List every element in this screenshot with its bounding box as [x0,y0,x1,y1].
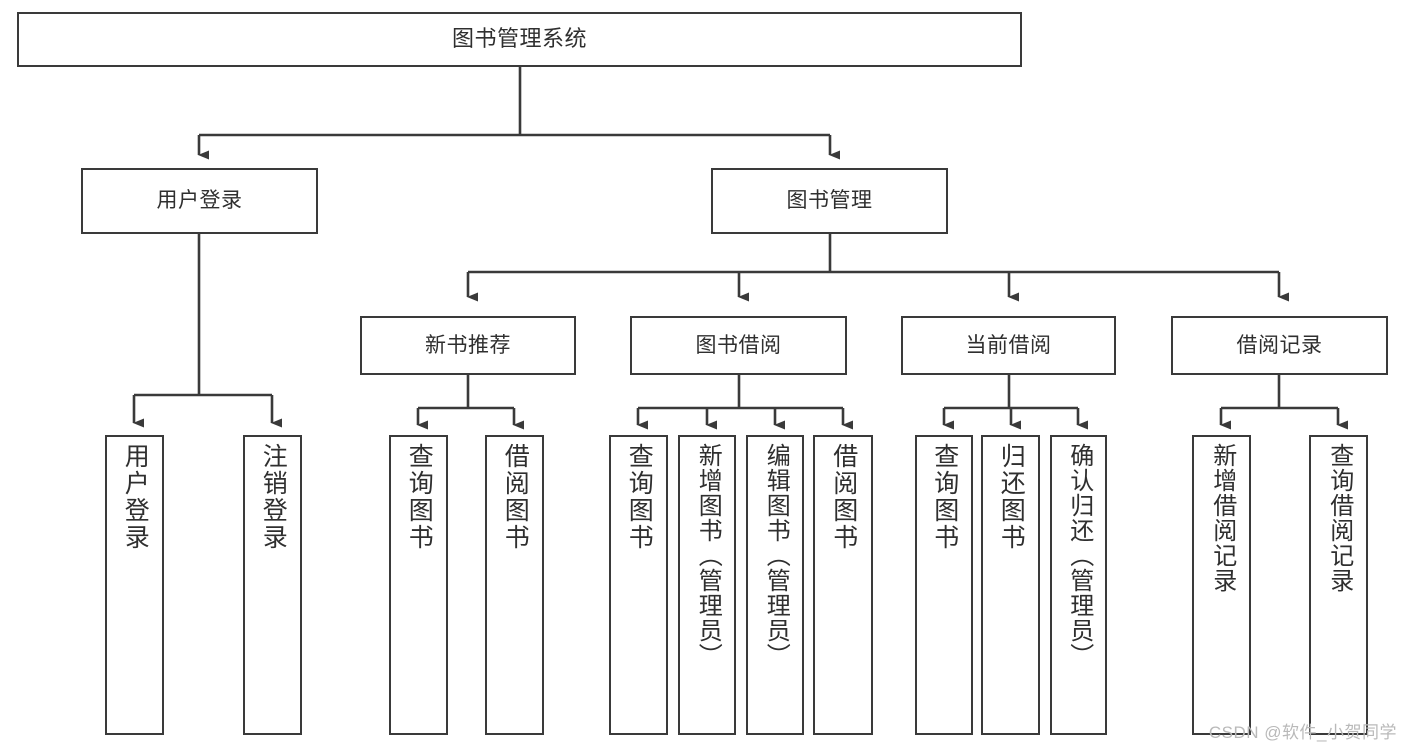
leaf-borrow-record-query[interactable]: 查询借阅记录 [1309,435,1368,735]
leaf-book-borrow-add[interactable]: 新增图书（管理员） [678,435,736,735]
node-label: 归还图书 [997,443,1026,551]
leaf-current-borrow-return[interactable]: 归还图书 [981,435,1040,735]
leaf-new-book-borrow[interactable]: 借阅图书 [485,435,544,735]
node-book-management[interactable]: 图书管理 [711,168,948,234]
node-label: 新增图书（管理员） [694,443,722,668]
leaf-book-borrow-query[interactable]: 查询图书 [609,435,668,735]
node-label: 用户登录 [156,189,243,213]
node-label: 查询图书 [930,443,959,551]
node-label: 图书管理系统 [451,26,587,52]
leaf-book-borrow-borrow[interactable]: 借阅图书 [813,435,873,735]
node-label: 确认归还（管理员） [1065,443,1093,668]
leaf-borrow-record-add[interactable]: 新增借阅记录 [1192,435,1251,735]
node-label: 图书管理 [786,189,873,213]
node-label: 借阅图书 [501,443,530,551]
leaf-current-borrow-query[interactable]: 查询图书 [915,435,973,735]
node-label: 注销登录 [259,443,288,551]
leaf-new-book-query[interactable]: 查询图书 [389,435,448,735]
node-label: 当前借阅 [965,333,1052,357]
leaf-user-login-login[interactable]: 用户登录 [105,435,164,735]
node-label: 图书借阅 [695,333,782,357]
node-new-book-recommend[interactable]: 新书推荐 [360,316,576,375]
node-root-system[interactable]: 图书管理系统 [17,12,1022,67]
node-label: 借阅记录 [1236,333,1323,357]
node-label: 查询图书 [625,443,654,551]
leaf-current-borrow-confirm-return[interactable]: 确认归还（管理员） [1050,435,1107,735]
leaf-user-login-logout[interactable]: 注销登录 [243,435,302,735]
node-label: 查询图书 [405,443,434,551]
node-label: 用户登录 [121,443,150,551]
node-book-borrow[interactable]: 图书借阅 [630,316,847,375]
node-borrow-record[interactable]: 借阅记录 [1171,316,1388,375]
csdn-watermark: CSDN @软件_小贺同学 [1208,723,1397,742]
node-current-borrow[interactable]: 当前借阅 [901,316,1116,375]
node-label: 借阅图书 [829,443,858,551]
node-label: 编辑图书（管理员） [762,443,790,668]
leaf-book-borrow-edit[interactable]: 编辑图书（管理员） [746,435,804,735]
node-user-login[interactable]: 用户登录 [81,168,318,234]
node-label: 新书推荐 [425,333,511,357]
node-label: 新增借阅记录 [1208,443,1236,593]
node-label: 查询借阅记录 [1325,443,1353,593]
